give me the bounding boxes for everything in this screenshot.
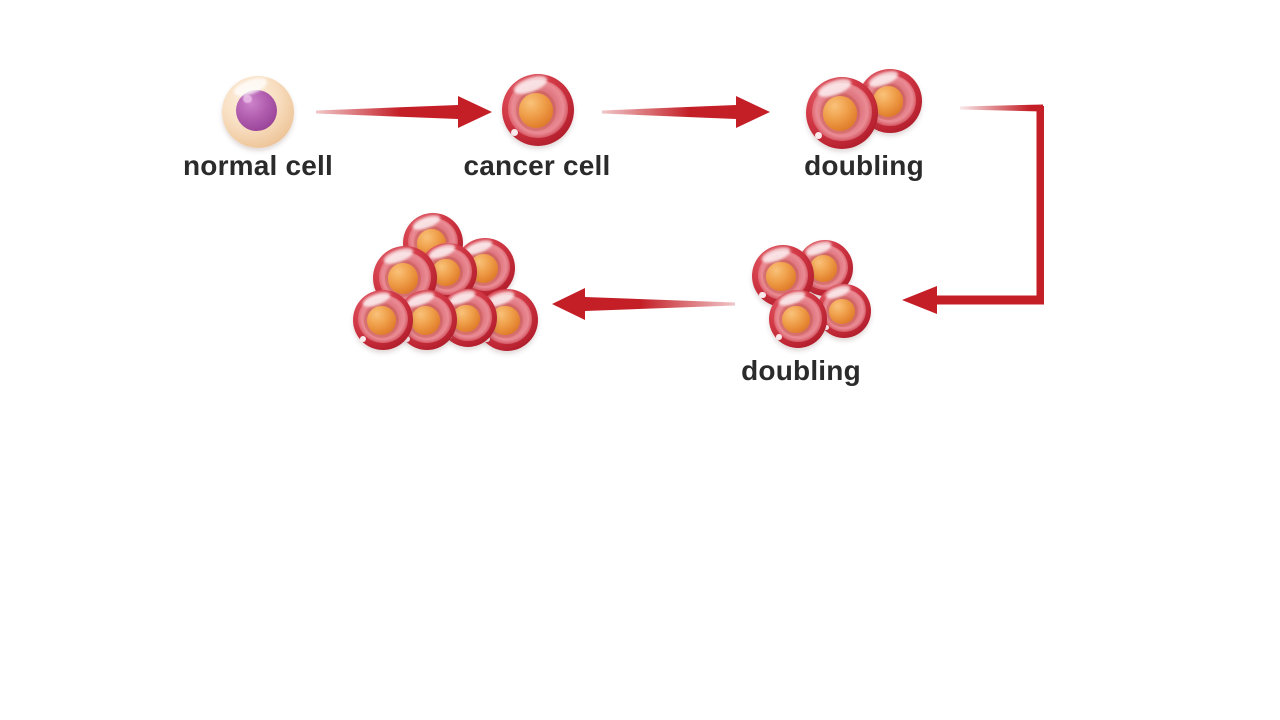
arrow-normal-to-cancer-icon [316,96,492,128]
arrow-cancer-to-doubling-icon [602,96,770,128]
nucleus [236,89,278,131]
arrow-doubling-elbow-icon [902,104,1044,314]
label-cancer-cell: cancer cell [463,150,611,181]
label-doubling-2: doubling [741,355,861,386]
normal-cell-icon [222,74,294,148]
arrow-four-to-mass-icon [552,288,735,320]
label-normal-cell: normal cell [182,150,334,181]
cancer-cell-icon [502,72,574,146]
label-doubling-1: doubling [804,150,924,181]
